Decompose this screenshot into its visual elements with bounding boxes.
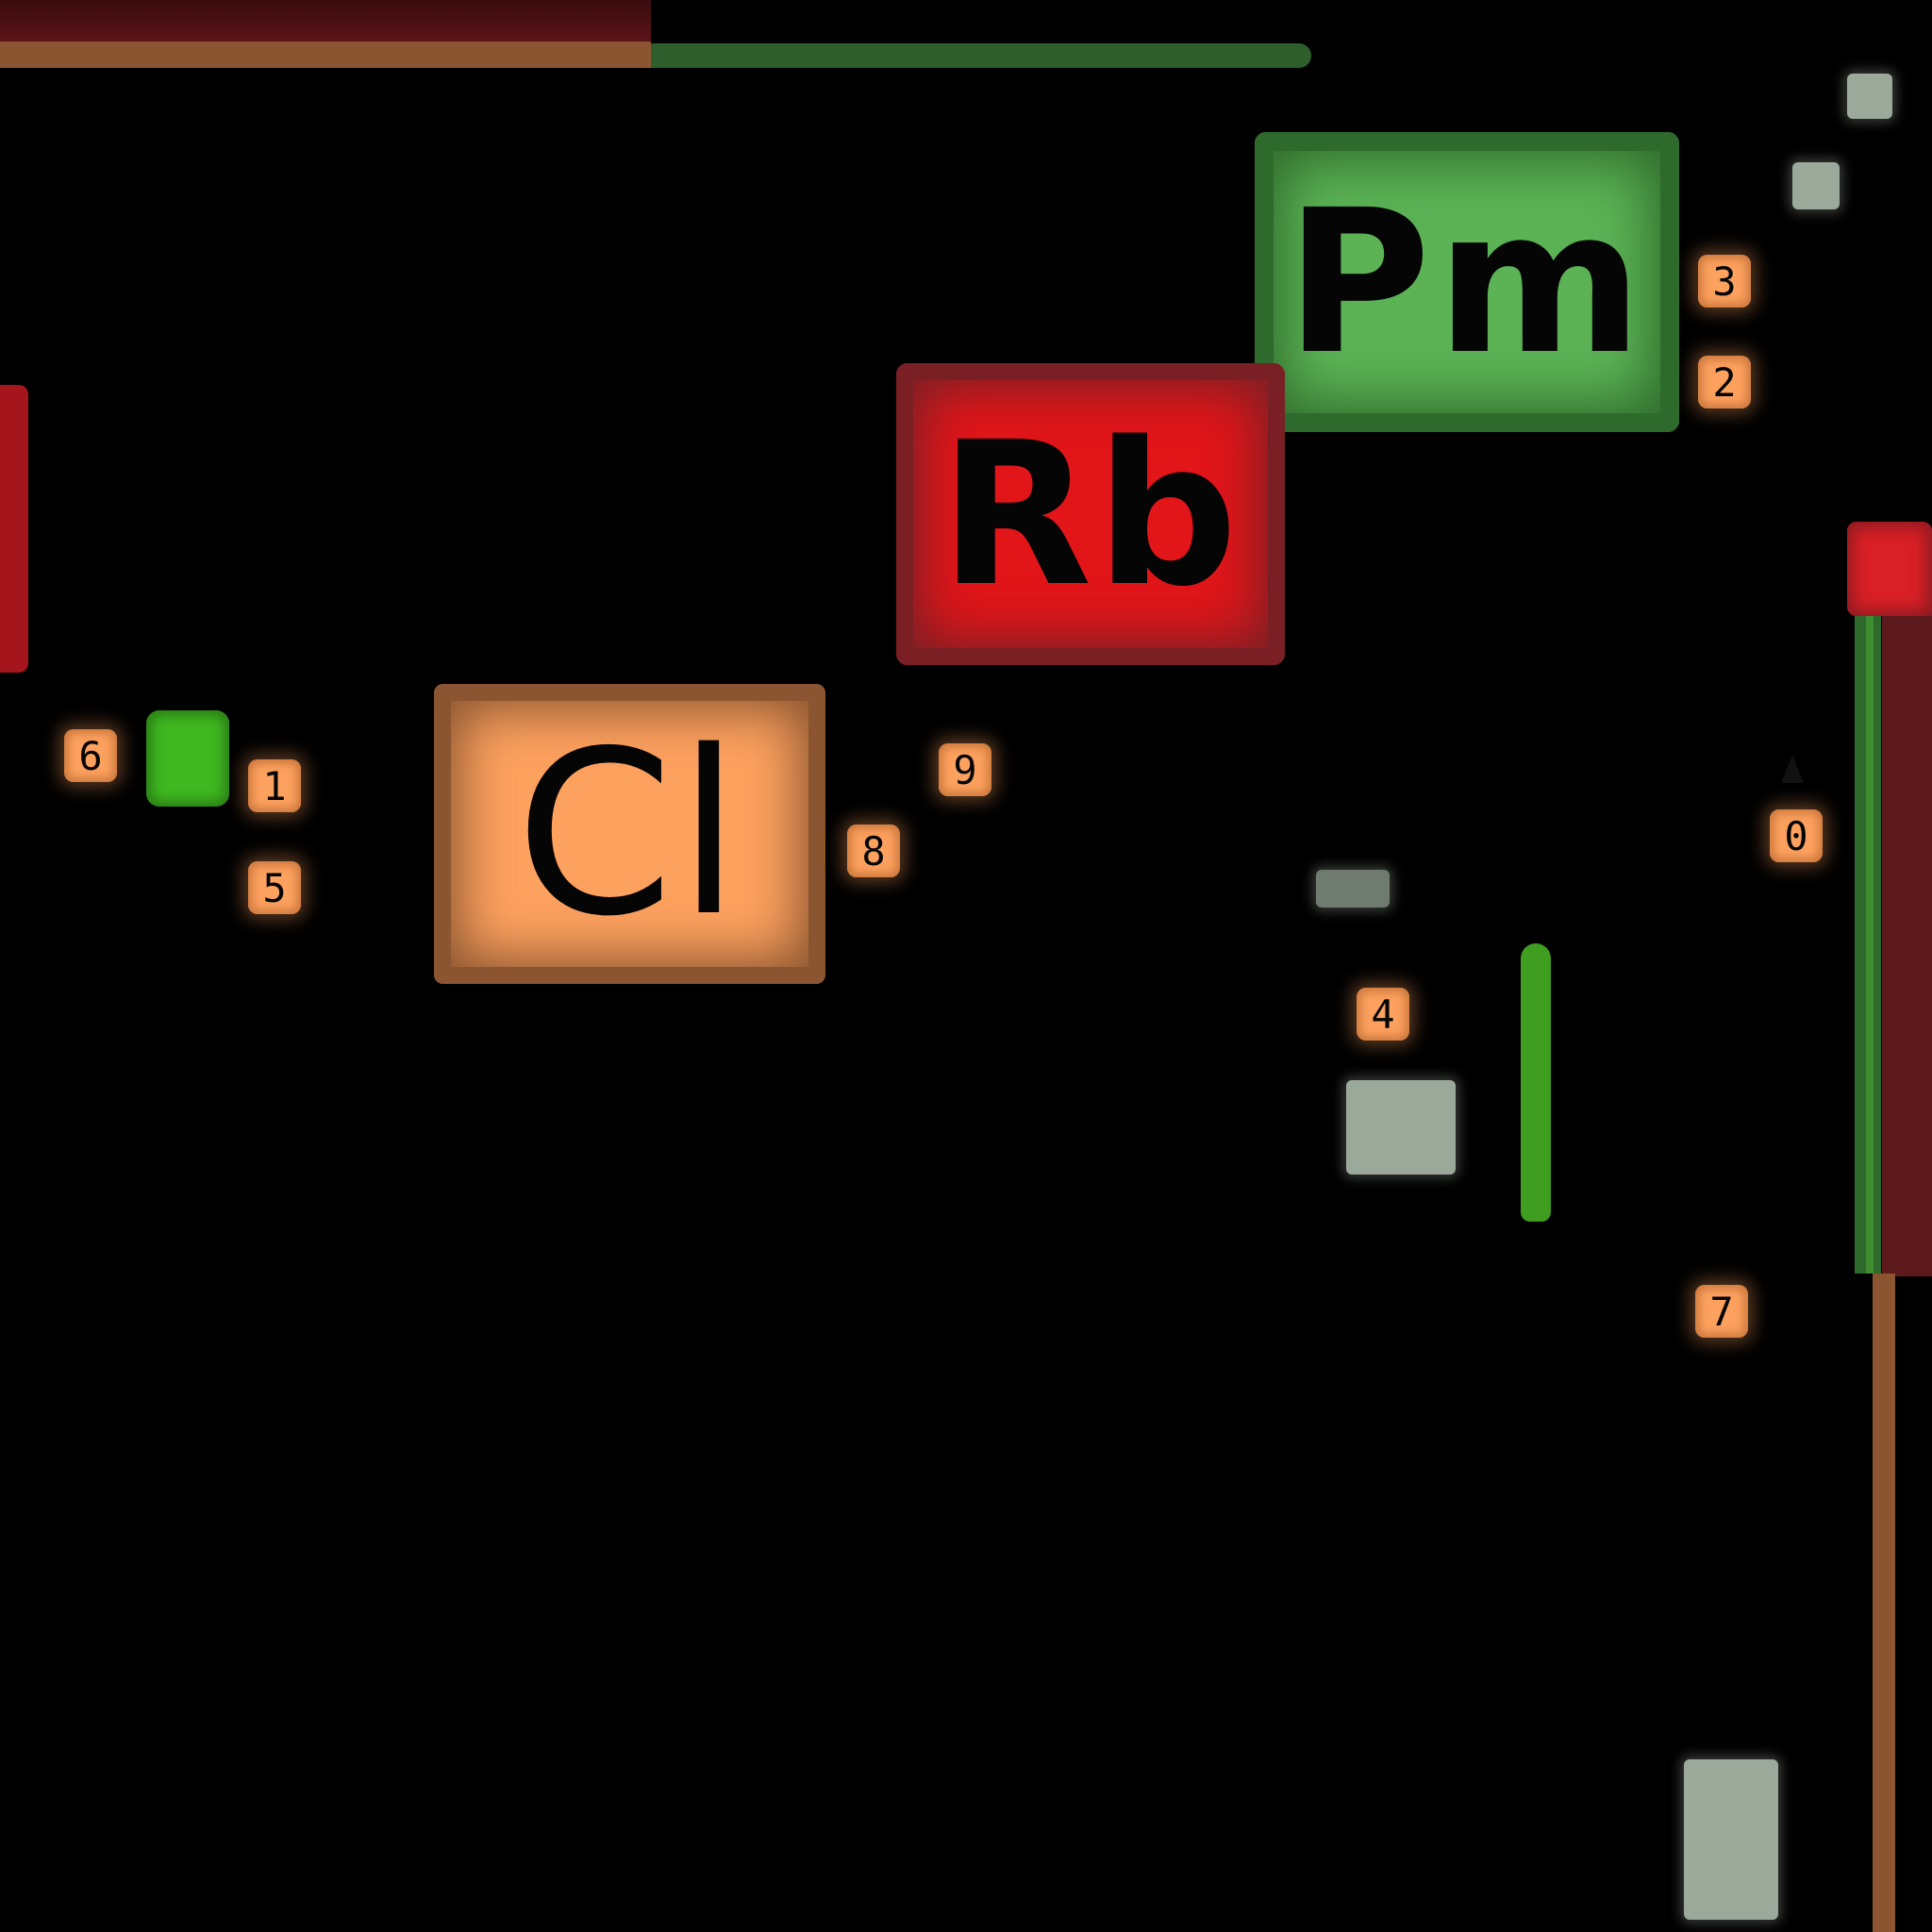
- badge-2[interactable]: 2: [1698, 356, 1751, 408]
- up-arrow-icon: [1781, 755, 1804, 783]
- tile-cl-symbol: Cl: [515, 702, 744, 966]
- badge-8[interactable]: 8: [847, 824, 900, 877]
- grey-block-bottom: [1684, 1759, 1778, 1920]
- tile-rb[interactable]: Rb: [896, 363, 1285, 665]
- top-green-bar: [651, 43, 1311, 68]
- badge-3[interactable]: 3: [1698, 255, 1751, 308]
- grey-dash: [1316, 870, 1390, 908]
- badge-5[interactable]: 5: [248, 861, 301, 914]
- badge-0[interactable]: 0: [1770, 809, 1823, 862]
- green-square: [146, 710, 229, 807]
- grey-piece-top-right: [1847, 74, 1892, 119]
- badge-6[interactable]: 6: [64, 729, 117, 782]
- grey-piece-top-right-2: [1792, 162, 1840, 209]
- badge-9[interactable]: 9: [939, 743, 991, 796]
- right-green-stripe-highlight: [1866, 616, 1874, 1274]
- tile-pm[interactable]: Pm: [1255, 132, 1679, 432]
- tile-cl[interactable]: Cl: [434, 684, 825, 984]
- green-vertical-bar: [1521, 943, 1551, 1222]
- top-red-bar: [0, 0, 651, 42]
- tile-pm-symbol: Pm: [1285, 166, 1649, 398]
- badge-4[interactable]: 4: [1357, 988, 1409, 1041]
- right-orange-stripe: [1873, 1274, 1895, 1932]
- grey-block: [1346, 1080, 1456, 1174]
- badge-1[interactable]: 1: [248, 759, 301, 812]
- left-red-block: [0, 385, 28, 673]
- right-dark-red-column: [1882, 616, 1932, 1276]
- right-red-cap: [1847, 522, 1932, 616]
- top-orange-bar: [0, 42, 651, 68]
- badge-7[interactable]: 7: [1695, 1285, 1748, 1338]
- tile-rb-symbol: Rb: [939, 398, 1242, 630]
